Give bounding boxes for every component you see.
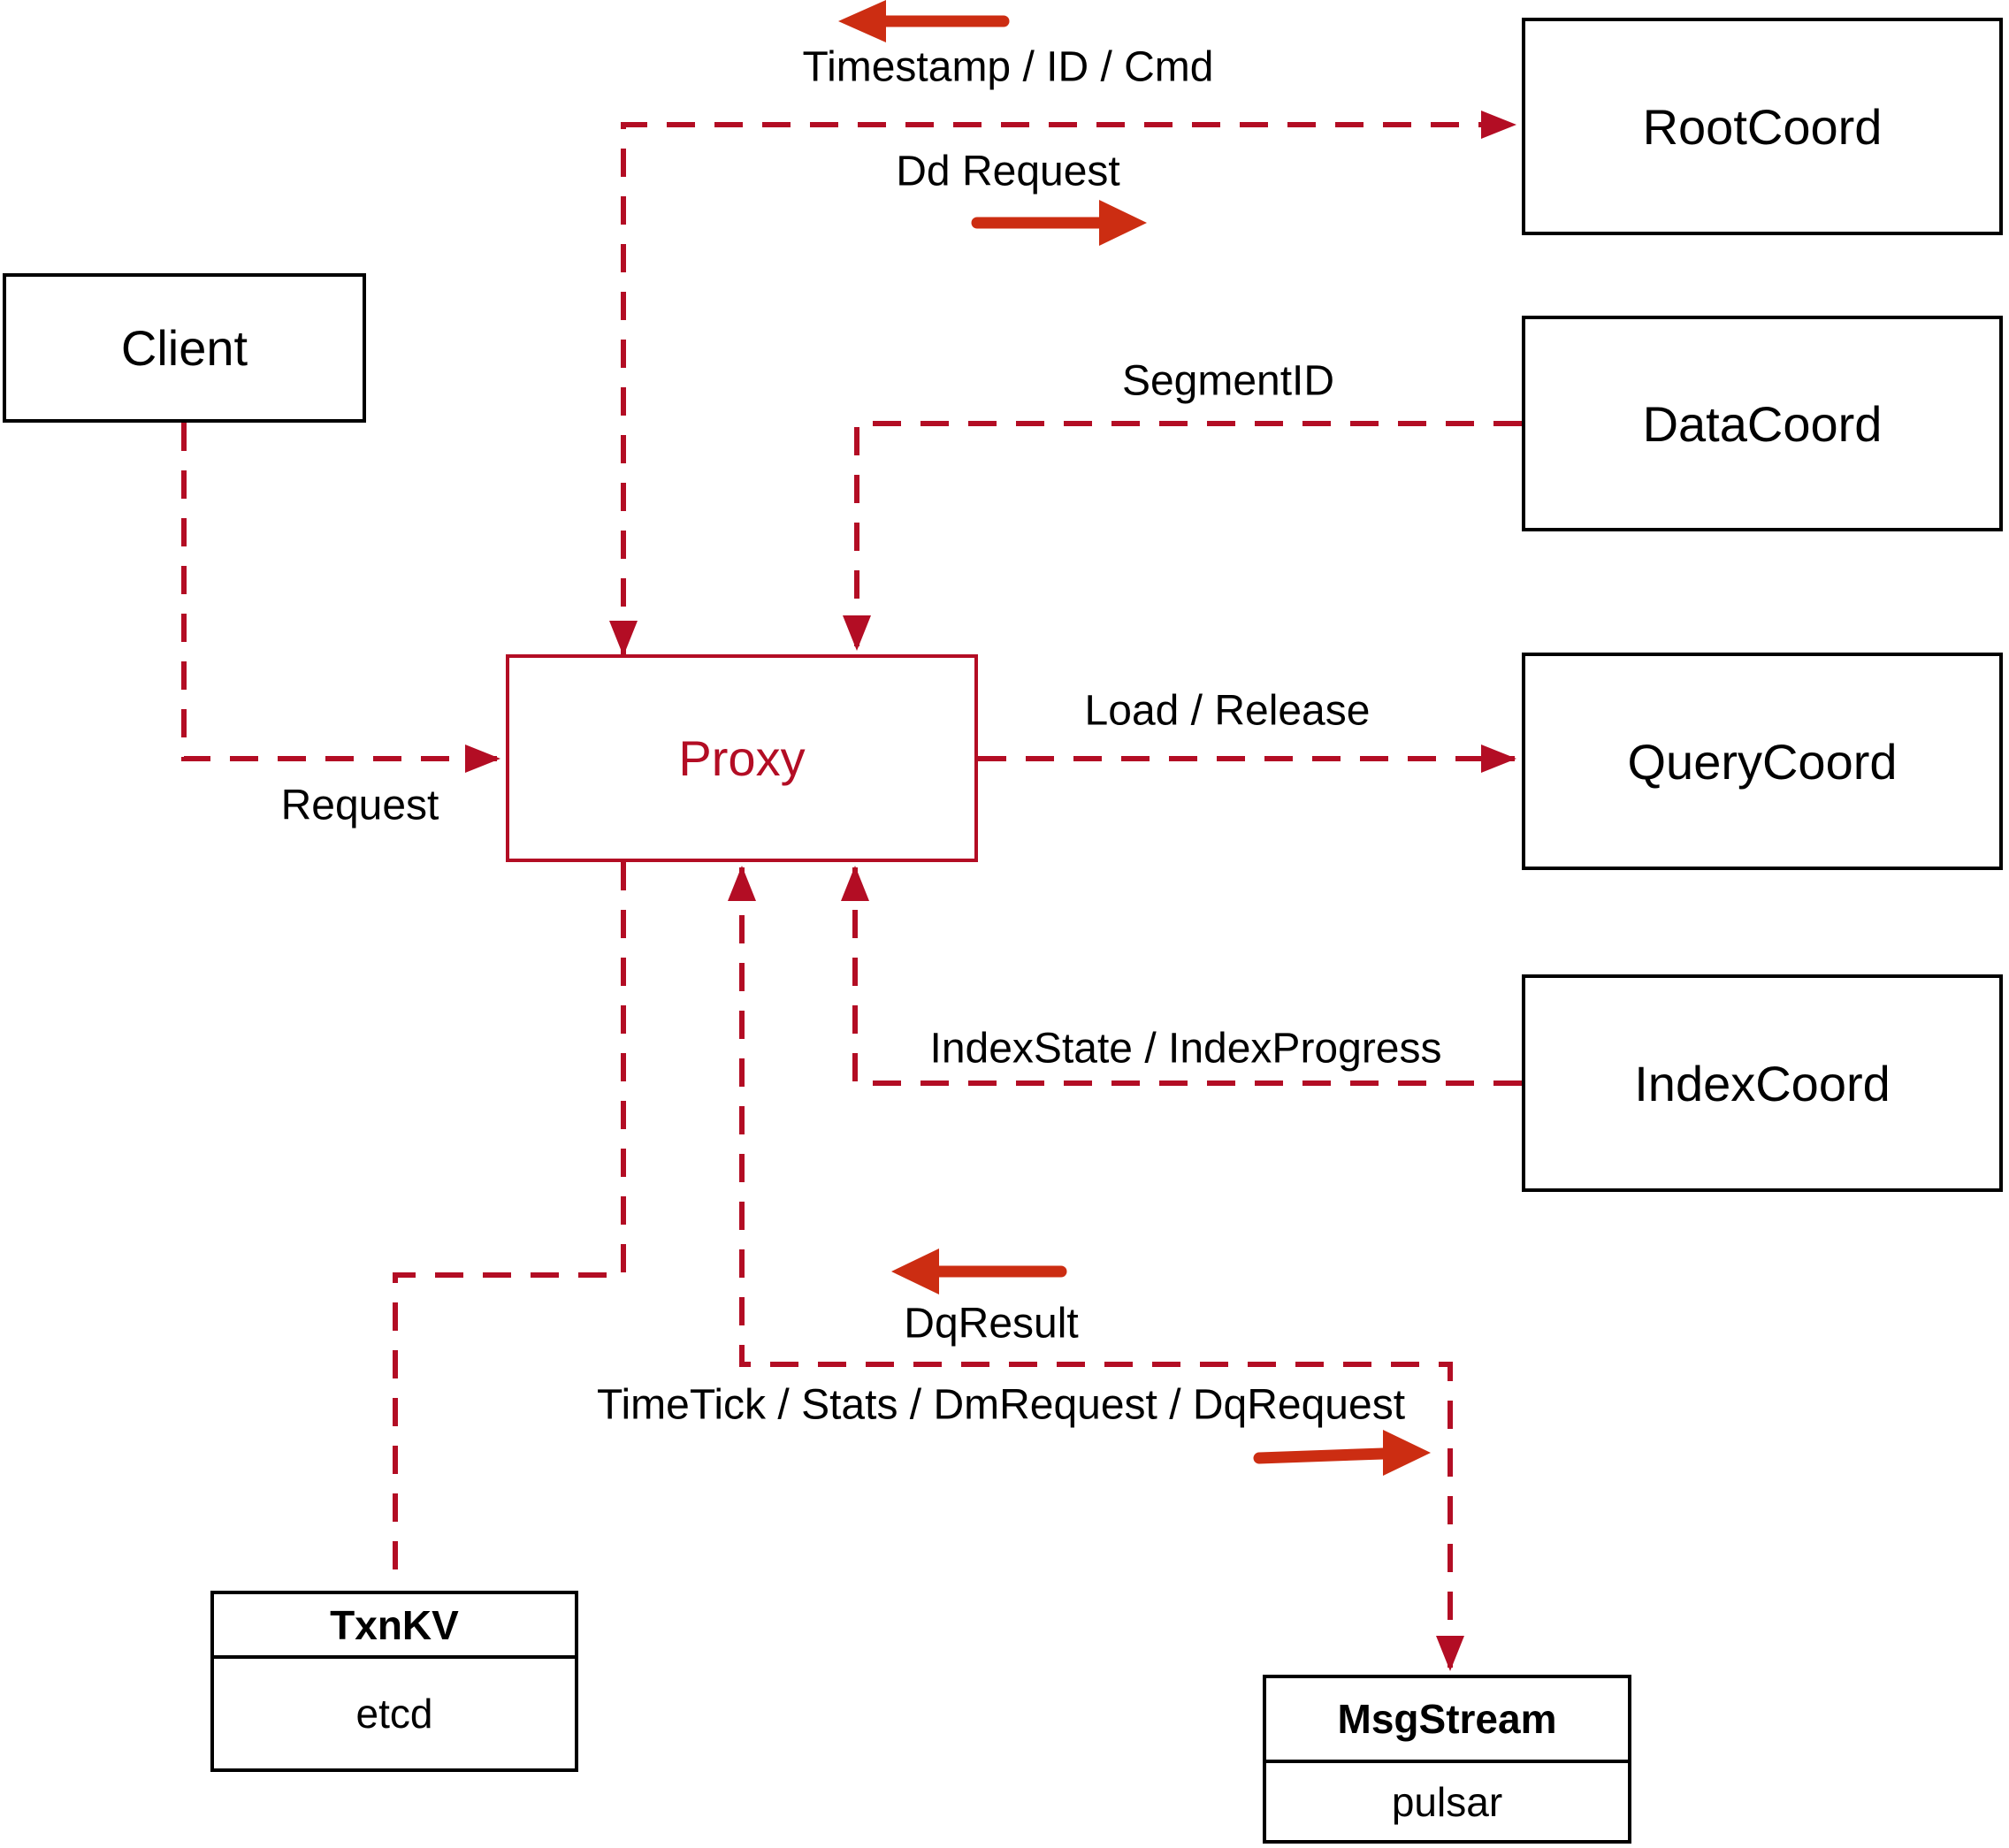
node-querycoord: QueryCoord xyxy=(1522,653,2003,870)
edge-proxy-msgstream xyxy=(728,866,1464,1671)
edge-datacoord-to-proxy xyxy=(843,421,1522,651)
node-indexcoord: IndexCoord xyxy=(1522,974,2003,1192)
node-indexcoord-label: IndexCoord xyxy=(1634,1055,1891,1111)
edge-label-dd-request: Dd Request xyxy=(896,148,1120,195)
node-txnkv-title: TxnKV xyxy=(214,1594,575,1659)
edge-proxy-rootcoord xyxy=(609,111,1516,656)
node-querycoord-label: QueryCoord xyxy=(1627,733,1898,790)
edge-label-timetick-stats: TimeTick / Stats / DmRequest / DqRequest xyxy=(596,1381,1406,1429)
edge-label-dq-result: DqResult xyxy=(904,1300,1079,1348)
node-rootcoord-label: RootCoord xyxy=(1642,98,1883,155)
node-msgstream-impl: pulsar xyxy=(1391,1778,1503,1825)
node-msgstream: MsgStream pulsar xyxy=(1263,1675,1631,1844)
edge-label-request: Request xyxy=(280,782,439,829)
arrow-right-icon xyxy=(971,200,1147,246)
node-msgstream-title: MsgStream xyxy=(1266,1678,1628,1763)
node-client: Client xyxy=(3,273,366,423)
node-datacoord-label: DataCoord xyxy=(1642,395,1883,452)
edge-client-to-proxy xyxy=(181,423,500,773)
node-datacoord: DataCoord xyxy=(1522,316,2003,531)
arrow-left-icon xyxy=(838,0,1010,42)
arrow-left-icon xyxy=(891,1249,1067,1294)
arrow-right-icon xyxy=(1253,1430,1431,1476)
node-rootcoord: RootCoord xyxy=(1522,18,2003,235)
edge-label-segment-id: SegmentID xyxy=(1121,357,1335,405)
node-proxy-label: Proxy xyxy=(678,730,806,786)
edge-proxy-to-txnkv xyxy=(393,862,626,1589)
node-txnkv: TxnKV etcd xyxy=(210,1591,578,1772)
edge-label-index-state-progress: IndexState / IndexProgress xyxy=(929,1025,1442,1073)
node-client-label: Client xyxy=(120,320,248,376)
node-proxy: Proxy xyxy=(506,654,978,862)
edge-label-load-release: Load / Release xyxy=(1084,687,1371,735)
edge-label-timestamp-id-cmd: Timestamp / ID / Cmd xyxy=(802,43,1214,91)
node-txnkv-impl: etcd xyxy=(355,1691,433,1737)
